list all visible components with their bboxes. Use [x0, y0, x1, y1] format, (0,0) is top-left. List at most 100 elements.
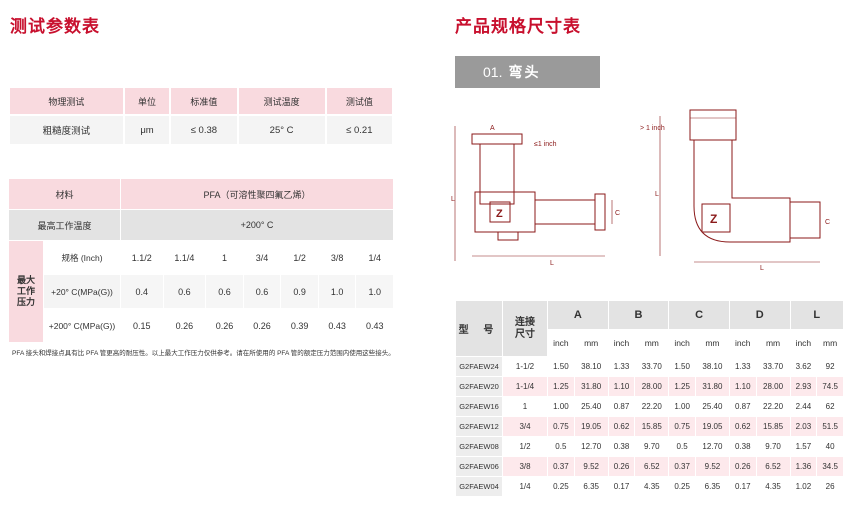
elbow-drawing-large: Z L L C > 1 inch — [640, 109, 830, 271]
elbow-body-outline — [474, 191, 536, 233]
row-20-label: +20° C(MPa(G)) — [43, 274, 121, 309]
value-cell: 0.37 — [668, 456, 696, 477]
elbow-drawing-small: Z L L C A ≤1 inch — [451, 125, 620, 267]
cell-unit: μm — [122, 114, 172, 146]
value-cell: 0.38 — [607, 436, 636, 457]
header-b: B — [607, 300, 670, 330]
test-params-table: 物理测试 单位 标准值 测试温度 测试值 粗糙度测试 μm ≤ 0.38 25°… — [8, 86, 395, 146]
header-conn-line-1: 连接 — [515, 316, 535, 328]
value-cell: 38.10 — [694, 356, 730, 377]
value-cell: 1.00 — [547, 396, 575, 417]
value-cell: 2.03 — [789, 416, 818, 437]
dim-c: C — [615, 210, 620, 217]
value-cell: 19.05 — [573, 416, 609, 437]
pressure-20-cell: 0.9 — [280, 274, 319, 309]
value-cell: 62 — [816, 396, 844, 417]
size-cell: 1.1/2 — [120, 240, 164, 275]
header-a: A — [547, 300, 609, 330]
size-cell: 1-1/4 — [502, 376, 548, 397]
unit-inch: inch — [668, 329, 696, 357]
value-cell: 1.10 — [728, 376, 757, 397]
value-cell: 0.37 — [547, 456, 575, 477]
size-cell: 3/8 — [502, 456, 548, 477]
size-cell: 1 — [205, 240, 244, 275]
value-cell: 15.85 — [634, 416, 670, 437]
z-mark-box-large — [701, 203, 731, 233]
model-cell: G2FAEW04 — [455, 476, 503, 497]
pressure-20-cell: 1.0 — [355, 274, 394, 309]
pressure-200-cell: 0.26 — [162, 308, 207, 343]
header-test-value: 测试值 — [324, 86, 395, 116]
cell-temp: 25° C — [236, 114, 327, 146]
value-cell: 9.52 — [694, 456, 730, 477]
value-cell: 12.70 — [694, 436, 730, 457]
size-cell: 1/4 — [502, 476, 548, 497]
value-cell: 33.70 — [755, 356, 791, 377]
pressure-note: PFA 接头和焊接点具有比 PFA 管更高的耐压性。以上最大工作压力仅供参考。请… — [12, 350, 395, 357]
value-cell: 6.35 — [573, 476, 609, 497]
header-test-temp: 测试温度 — [236, 86, 327, 116]
value-cell: 0.62 — [728, 416, 757, 437]
value-cell: 74.5 — [816, 376, 844, 397]
material-label: 材料 — [8, 178, 121, 210]
spec-table-title: 产品规格尺寸表 — [455, 17, 581, 36]
value-cell: 1.50 — [547, 356, 575, 377]
model-cell: G2FAEW24 — [455, 356, 503, 377]
pressure-20-cell: 1.0 — [317, 274, 357, 309]
value-cell: 22.20 — [634, 396, 670, 417]
size-cell: 1-1/2 — [502, 356, 548, 377]
row-200-label: +200° C(MPa(G)) — [43, 308, 121, 343]
unit-mm: mm — [816, 329, 844, 357]
model-cell: G2FAEW08 — [455, 436, 503, 457]
value-cell: 0.26 — [728, 456, 757, 477]
size-cell: 1 — [502, 396, 548, 417]
unit-inch: inch — [547, 329, 575, 357]
pressure-200-cell: 0.43 — [355, 308, 394, 343]
value-cell: 0.62 — [607, 416, 636, 437]
test-params-title: 测试参数表 — [10, 17, 100, 36]
horizontal-pipe-outline — [534, 199, 596, 225]
header-connection: 连接 尺寸 — [502, 300, 548, 357]
pressure-200-cell: 0.15 — [120, 308, 164, 343]
value-cell: 1.02 — [789, 476, 818, 497]
dim-l-left-large: L — [655, 191, 659, 198]
size-cell: 3/4 — [502, 416, 548, 437]
dim-l-left: L — [451, 196, 455, 203]
model-cell: G2FAEW20 — [455, 376, 503, 397]
value-cell: 31.80 — [694, 376, 730, 397]
value-cell: 15.85 — [755, 416, 791, 437]
value-cell: 2.44 — [789, 396, 818, 417]
unit-inch: inch — [789, 329, 818, 357]
pressure-200-cell: 0.39 — [280, 308, 319, 343]
size-note-right: > 1 inch — [640, 125, 665, 132]
value-cell: 28.00 — [634, 376, 670, 397]
value-cell: 1.25 — [547, 376, 575, 397]
spec-label: 规格 (Inch) — [43, 240, 121, 275]
value-cell: 0.38 — [728, 436, 757, 457]
curved-body-outline — [693, 139, 791, 243]
value-cell: 9.52 — [573, 456, 609, 477]
value-cell: 0.17 — [607, 476, 636, 497]
header-l: L — [789, 300, 844, 330]
model-cell: G2FAEW16 — [455, 396, 503, 417]
pressure-20-cell: 0.6 — [242, 274, 282, 309]
value-cell: 28.00 — [755, 376, 791, 397]
pressure-200-cell: 0.26 — [205, 308, 244, 343]
material-table: 材料 PFA（可溶性聚四氟乙烯） 最高工作温度 +200° C 最大 工作 压力… — [8, 178, 394, 343]
value-cell: 1.57 — [789, 436, 818, 457]
value-cell: 1.50 — [668, 356, 696, 377]
value-cell: 4.35 — [634, 476, 670, 497]
dim-l-bottom: L — [550, 260, 554, 267]
header-c: C — [668, 300, 730, 330]
pressure-20-cell: 0.6 — [205, 274, 244, 309]
header-d: D — [728, 300, 791, 330]
value-cell: 25.40 — [573, 396, 609, 417]
value-cell: 1.36 — [789, 456, 818, 477]
dim-l-bottom-large: L — [760, 265, 764, 271]
value-cell: 9.70 — [755, 436, 791, 457]
value-cell: 33.70 — [634, 356, 670, 377]
value-cell: 12.70 — [573, 436, 609, 457]
